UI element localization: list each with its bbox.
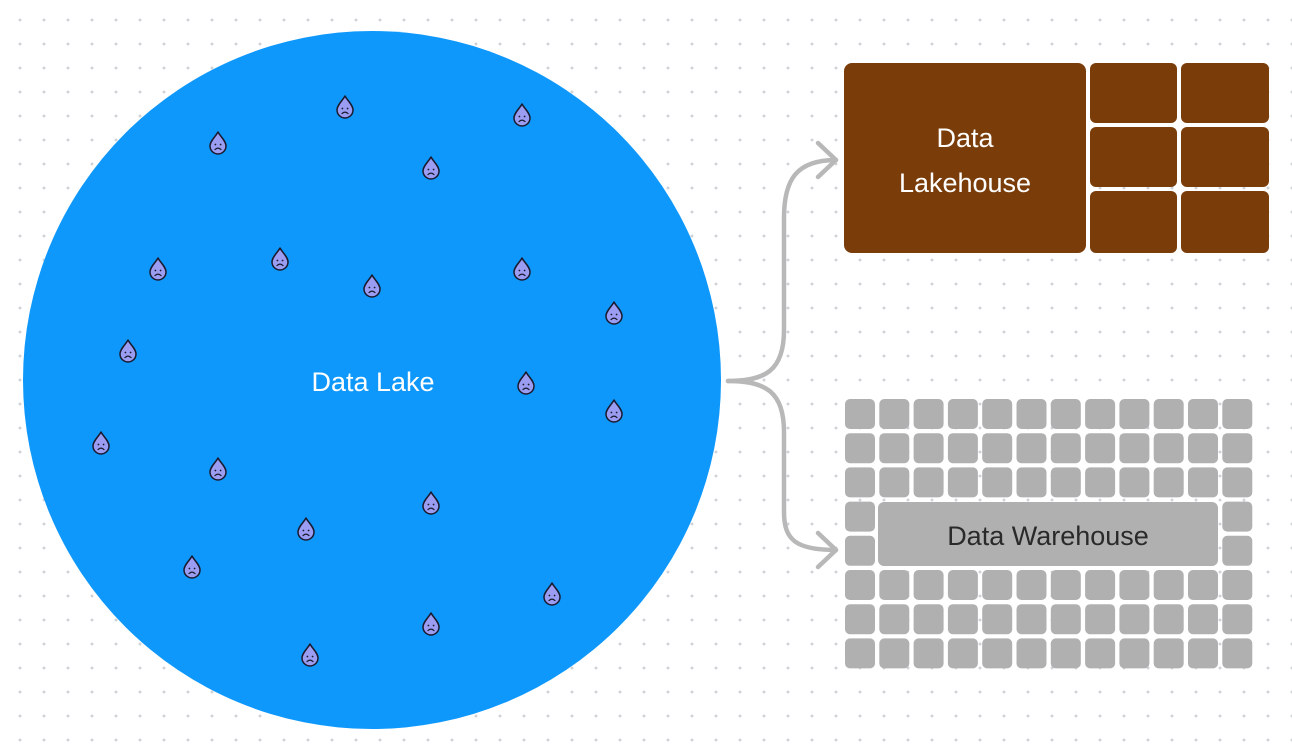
lakehouse-tile [1090, 127, 1177, 187]
lakehouse-tile [1090, 63, 1177, 123]
warehouse-cell [845, 433, 875, 464]
warehouse-cell [1153, 467, 1184, 498]
warehouse-cell [913, 604, 944, 635]
warehouse-cell [913, 433, 944, 464]
warehouse-cell [845, 535, 875, 566]
warehouse-cell [1153, 570, 1184, 600]
warehouse-cell [982, 399, 1013, 429]
warehouse-cell [1153, 638, 1184, 669]
warehouse-cell [1085, 433, 1116, 464]
warehouse-cell [1016, 638, 1047, 669]
warehouse-cell [1153, 604, 1184, 635]
warehouse-cell [1222, 638, 1253, 669]
warehouse-cell [1222, 399, 1253, 429]
chevron-arrow-icon [815, 530, 839, 570]
data-warehouse-grid [845, 399, 1253, 669]
warehouse-cell [1085, 399, 1116, 429]
warehouse-cell [1050, 604, 1081, 635]
warehouse-cell [1119, 604, 1150, 635]
warehouse-cell [1119, 570, 1150, 600]
warehouse-cell [1050, 570, 1081, 600]
warehouse-cell [1085, 570, 1116, 600]
warehouse-cell [879, 604, 910, 635]
warehouse-cell [947, 638, 978, 669]
connector-stem [725, 157, 839, 384]
lakehouse-tile [1181, 63, 1269, 123]
warehouse-cell [1153, 433, 1184, 464]
warehouse-cell [1119, 467, 1150, 498]
warehouse-cell [1119, 638, 1150, 669]
warehouse-cell [879, 399, 910, 429]
warehouse-cell [845, 399, 875, 429]
warehouse-cell [1188, 638, 1218, 669]
warehouse-cell [1222, 433, 1253, 464]
warehouse-cell [1153, 399, 1184, 429]
warehouse-cell [845, 604, 875, 635]
warehouse-cell [879, 638, 910, 669]
warehouse-cell [1222, 501, 1253, 532]
warehouse-cell [982, 638, 1013, 669]
chevron-arrow-icon [815, 140, 839, 180]
warehouse-cell [845, 570, 875, 600]
data-lake-circle [23, 31, 721, 729]
warehouse-cell [1222, 604, 1253, 635]
warehouse-cell [879, 433, 910, 464]
data-lakehouse-block [844, 63, 1269, 253]
warehouse-cell [1188, 433, 1218, 464]
warehouse-cell [982, 604, 1013, 635]
warehouse-cell [947, 467, 978, 498]
warehouse-cell [1188, 604, 1218, 635]
warehouse-cell [1050, 467, 1081, 498]
warehouse-cell [982, 570, 1013, 600]
warehouse-cell [1222, 535, 1253, 566]
warehouse-cell [982, 467, 1013, 498]
warehouse-cell [1016, 399, 1047, 429]
lakehouse-tile [1181, 191, 1269, 253]
warehouse-cell [913, 467, 944, 498]
warehouse-cell [1016, 570, 1047, 600]
warehouse-cell [879, 467, 910, 498]
warehouse-cell [1119, 433, 1150, 464]
warehouse-cell [1222, 467, 1253, 498]
warehouse-cell [947, 570, 978, 600]
warehouse-cell [1016, 467, 1047, 498]
warehouse-cell [1188, 570, 1218, 600]
warehouse-cell [845, 638, 875, 669]
warehouse-cell [1085, 638, 1116, 669]
lakehouse-tile [1090, 191, 1177, 253]
warehouse-cell [845, 501, 875, 532]
connector-stem [725, 378, 839, 553]
warehouse-cell [1188, 467, 1218, 498]
warehouse-cell [845, 467, 875, 498]
warehouse-cell [1085, 604, 1116, 635]
warehouse-cell [1222, 570, 1253, 600]
warehouse-cell [1085, 467, 1116, 498]
warehouse-cell [1016, 433, 1047, 464]
warehouse-cell [947, 399, 978, 429]
lakehouse-main-block [844, 63, 1086, 253]
warehouse-cell [879, 570, 910, 600]
warehouse-cell [913, 399, 944, 429]
warehouse-label-box [878, 502, 1218, 566]
warehouse-cell [1050, 399, 1081, 429]
warehouse-cell [1050, 638, 1081, 669]
warehouse-cell [947, 433, 978, 464]
warehouse-cell [982, 433, 1013, 464]
lakehouse-tile [1181, 127, 1269, 187]
warehouse-cell [1188, 399, 1218, 429]
warehouse-cell [1119, 399, 1150, 429]
warehouse-cell [913, 570, 944, 600]
warehouse-cell [913, 638, 944, 669]
warehouse-cell [1050, 433, 1081, 464]
warehouse-cell [1016, 604, 1047, 635]
warehouse-cell [947, 604, 978, 635]
